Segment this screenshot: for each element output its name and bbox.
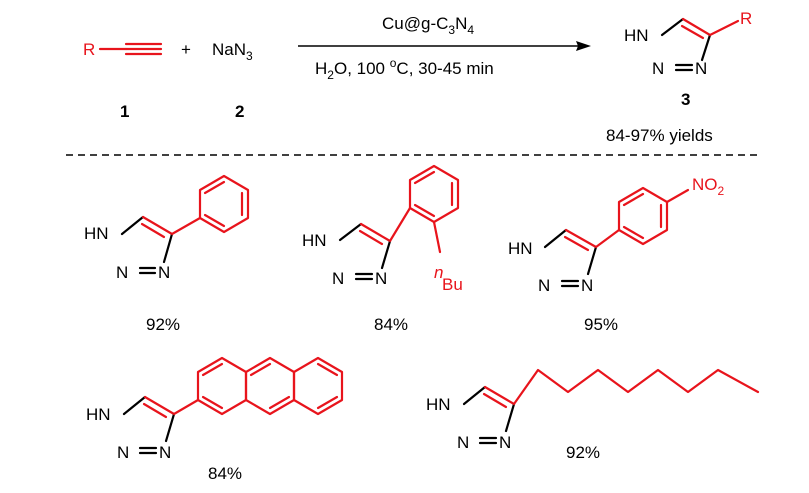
compound-label-2: 2 [235,102,244,121]
plus-sign: + [181,40,191,59]
yield-butylphenyl: 84% [374,315,408,334]
catalyst-label: Cu@g-C3N4 [382,14,474,37]
reactant-alkyne: R [83,40,163,59]
octyl-chain [512,368,760,406]
product-r-bond [708,19,740,37]
svg-text:N: N [375,269,387,288]
svg-text:N: N [538,276,550,295]
svg-text:N: N [116,263,128,282]
svg-text:n: n [434,263,443,282]
conditions-label: H2O, 100 oC, 30-45 min [315,56,494,82]
nitro-group-label: NO2 [692,175,725,198]
svg-text:HN: HN [302,231,327,250]
svg-text:N: N [457,433,469,452]
yield-nitrophenyl: 95% [584,315,618,334]
svg-text:HN: HN [426,395,451,414]
yield-phenyl: 92% [146,315,180,334]
svg-text:HN: HN [508,239,533,258]
svg-text:HN: HN [624,26,649,45]
svg-text:N: N [158,263,170,282]
yield-octyl: 92% [566,443,600,462]
svg-text:N: N [499,433,511,452]
product-r-label: R [740,9,752,28]
svg-text:N: N [159,443,171,462]
svg-text:N: N [117,443,129,462]
product-butylphenyl: HN N N n Bu [302,164,463,294]
yield-anthracenyl: 84% [208,464,242,483]
reaction-arrow [298,41,591,51]
reactant-sodium-azide: NaN3 [212,40,253,63]
product-phenyl: HN N N [84,174,250,282]
arrow-head [576,41,591,51]
svg-text:N: N [581,276,593,295]
yield-range-label: 84-97% yields [606,126,713,145]
svg-text:Bu: Bu [442,275,463,294]
svg-text:HN: HN [84,224,109,243]
product-octyl: HN N N [426,368,760,452]
product-nitrophenyl: HN N N NO2 [508,175,725,295]
product-anthracenyl: HN N N [86,356,344,462]
compound-label-3: 3 [681,90,690,109]
svg-text:HN: HN [86,405,111,424]
svg-text:N: N [652,59,664,78]
compound-label-1: 1 [120,102,129,121]
svg-text:N: N [332,269,344,288]
svg-text:N: N [695,59,707,78]
product-triazole: HN N N R [624,9,752,78]
alkyne-r-label: R [83,40,95,59]
